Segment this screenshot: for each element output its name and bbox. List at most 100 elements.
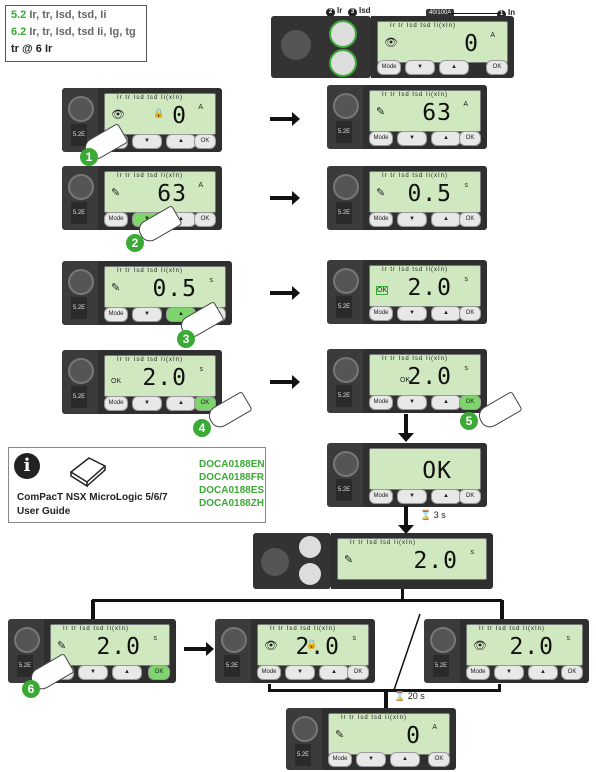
mode-button[interactable]: Mode xyxy=(104,307,128,322)
ir-dial-icon[interactable] xyxy=(329,20,357,48)
lcd-screen: Ir tr Isd tsd Ii(xIn) ✎ 2.0 s xyxy=(50,624,170,666)
branch-line xyxy=(92,599,502,602)
chip-label: 5.2E xyxy=(17,655,33,677)
ok-button[interactable]: OK xyxy=(459,131,481,146)
legend-box: 5.2 Ir, tr, Isd, tsd, Ii 6.2 Ir, tr, Isd… xyxy=(5,5,147,62)
knob-icon xyxy=(333,93,359,119)
isd-label: Isd xyxy=(359,6,371,15)
up-button[interactable]: ▲ xyxy=(439,60,469,75)
unit-label: s xyxy=(464,365,469,372)
mode-button[interactable]: Mode xyxy=(257,665,281,680)
mode-button[interactable]: Mode xyxy=(369,489,393,504)
ok-button[interactable]: OK xyxy=(459,212,481,227)
step-3-badge: 3 xyxy=(177,330,195,348)
device-strip: 5.2E xyxy=(327,443,363,507)
up-button[interactable]: ▲ xyxy=(431,395,461,410)
down-button[interactable]: ▼ xyxy=(405,60,435,75)
down-button[interactable]: ▼ xyxy=(132,396,162,411)
chip-label: 5.2E xyxy=(433,655,449,677)
down-button[interactable]: ▼ xyxy=(397,131,427,146)
ok-button[interactable]: OK xyxy=(194,212,216,227)
up-button[interactable]: ▲ xyxy=(319,665,349,680)
ok-button[interactable]: OK xyxy=(459,395,481,410)
lcd-value: OK xyxy=(422,458,452,484)
down-button[interactable]: ▼ xyxy=(397,212,427,227)
up-button[interactable]: ▲ xyxy=(166,134,196,149)
up-button[interactable]: ▲ xyxy=(166,396,196,411)
mode-button[interactable]: Mode xyxy=(369,212,393,227)
isd-dial-icon[interactable] xyxy=(299,563,321,585)
ok-button[interactable]: OK xyxy=(148,665,170,680)
mode-button[interactable]: Mode xyxy=(466,665,490,680)
device-strip: 5.2E xyxy=(327,166,363,230)
down-button[interactable]: ▼ xyxy=(494,665,524,680)
down-button[interactable]: ▼ xyxy=(356,752,386,767)
up-button[interactable]: ▲ xyxy=(528,665,558,680)
up-button[interactable]: ▲ xyxy=(431,489,461,504)
button-row: Mode ▼ ▲ OK xyxy=(328,752,450,767)
doc-fr[interactable]: DOCA0188FR xyxy=(199,472,265,483)
ok-button[interactable]: OK xyxy=(561,665,583,680)
up-button[interactable]: ▲ xyxy=(390,752,420,767)
down-button[interactable]: ▼ xyxy=(132,134,162,149)
device-strip: 5.2E xyxy=(327,260,363,324)
doc-zh[interactable]: DOCA0188ZH xyxy=(199,498,265,509)
ok-button[interactable]: OK xyxy=(486,60,508,75)
device-r2-left: 5.2E Ir tr Isd tsd Ii(xIn) ✎ 63 A Mode ▼… xyxy=(62,166,222,230)
up-button[interactable]: ▲ xyxy=(431,212,461,227)
down-button[interactable]: ▼ xyxy=(78,665,108,680)
timer-20s-label: 20 s xyxy=(407,691,425,701)
device-body: Ir tr Isd tsd Ii(xIn) OK 2.0 s Mode ▼ ▲ … xyxy=(98,350,222,414)
mode-button[interactable]: Mode xyxy=(377,60,401,75)
menu-row: Ir tr Isd tsd Ii(xIn) xyxy=(117,357,184,363)
mode-button[interactable]: Mode xyxy=(328,752,352,767)
info-icon: i xyxy=(14,453,40,479)
ok-button[interactable]: OK xyxy=(347,665,369,680)
device-body: Ir tr Isd tsd Ii(xIn) ✎ 2.0 s xyxy=(331,533,493,589)
menu-row: Ir tr Isd tsd Ii(xIn) xyxy=(479,626,546,632)
up-button[interactable]: ▲ xyxy=(112,665,142,680)
lcd-screen: Ir tr Isd tsd Ii(xIn) 👁 🔒 0 A xyxy=(104,93,216,135)
ok-button[interactable]: OK xyxy=(459,306,481,321)
arrow-down-2 xyxy=(398,506,414,534)
device-strip: 5.2E xyxy=(62,350,98,414)
mode-button[interactable]: Mode xyxy=(104,212,128,227)
settings-icon: ✎ xyxy=(335,729,345,741)
ok-button[interactable]: OK xyxy=(459,489,481,504)
ok-button[interactable]: OK xyxy=(428,752,450,767)
lcd-screen: Ir tr Isd tsd Ii(xIn) ✎ 0 A xyxy=(328,713,450,755)
mode-button[interactable]: Mode xyxy=(104,396,128,411)
down-button[interactable]: ▼ xyxy=(397,489,427,504)
button-row: Mode ▼ ▲ OK xyxy=(369,395,481,410)
mode-button[interactable]: Mode xyxy=(369,131,393,146)
legend-labels-5-2: Ir, tr, Isd, tsd, Ii xyxy=(29,9,107,21)
lcd-value: 0.5 xyxy=(152,276,197,302)
mode-button[interactable]: Mode xyxy=(369,306,393,321)
mode-button[interactable]: Mode xyxy=(369,395,393,410)
ok-small-label: OK xyxy=(400,377,411,384)
unit-label: A xyxy=(463,101,468,108)
step-6-badge: 6 xyxy=(22,680,40,698)
down-button[interactable]: ▼ xyxy=(132,307,162,322)
settings-icon: ✎ xyxy=(344,554,354,566)
down-button[interactable]: ▼ xyxy=(397,395,427,410)
up-button[interactable]: ▲ xyxy=(431,131,461,146)
ok-button[interactable]: OK xyxy=(194,134,216,149)
doc-en[interactable]: DOCA0188EN xyxy=(199,459,265,470)
unit-label: s xyxy=(470,549,475,556)
ok-button[interactable]: OK xyxy=(194,396,216,411)
unit-label: s xyxy=(566,635,571,642)
device-strip: 5.2E xyxy=(286,708,322,770)
isd-dial-icon[interactable] xyxy=(329,49,357,77)
up-button[interactable]: ▲ xyxy=(431,306,461,321)
down-button[interactable]: ▼ xyxy=(397,306,427,321)
doc-es[interactable]: DOCA0188ES xyxy=(199,485,265,496)
device-body: Ir tr Isd tsd Ii(xIn) ✎ 2.0 s Mode ▼ ▲ O… xyxy=(44,619,176,683)
in-label: In xyxy=(508,8,516,17)
down-button[interactable]: ▼ xyxy=(285,665,315,680)
ir-dial-icon[interactable] xyxy=(299,536,321,558)
settings-icon: ✎ xyxy=(111,187,121,199)
center-device-dials xyxy=(253,533,331,589)
